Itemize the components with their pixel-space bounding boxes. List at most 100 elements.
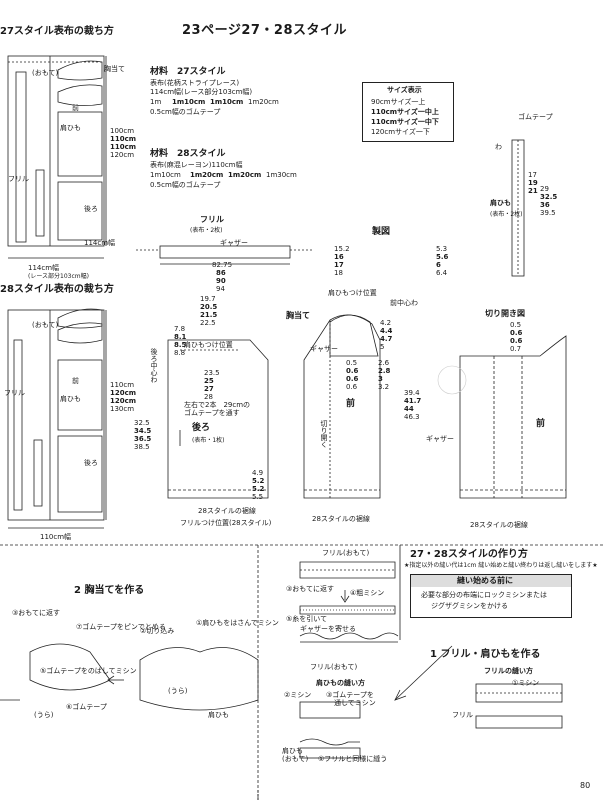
before-text2: ジグザグミシンをかける [431, 602, 508, 610]
cut27-len-4: 120cm [110, 151, 135, 159]
page-number: 80 [580, 781, 591, 790]
m28-len-d: 1m30cm [266, 171, 297, 179]
before-title: 縫い始める前に [457, 576, 513, 585]
mae-side-3: 44 [404, 405, 414, 413]
ushiro-sub: (表布・1枚) [192, 437, 225, 444]
step1-title: 1 フリル・肩ひもを作る [430, 649, 541, 660]
ushiro-side-2: 34.5 [134, 427, 152, 435]
m27-len-a: 1m [150, 98, 162, 106]
ushiro-h-1: 23.5 [204, 369, 220, 377]
cut27-len-2: 110cm [110, 135, 137, 143]
ushiro-side-3: 36.5 [134, 435, 152, 443]
frill-w-1: 82.75 [212, 261, 233, 269]
hem-2: 5.2 [252, 477, 265, 485]
mune-step-7: ⑦ゴムテープをピンでとめる [76, 623, 166, 631]
ushiro-h-2: 25 [204, 377, 214, 385]
cut28-omote: (おもて) [32, 321, 59, 329]
mune-side-3: 4.7 [380, 335, 393, 343]
mune-ate-label: 胸当て [286, 311, 310, 320]
ushiro-kata-pos: 肩ひもつけ位置 [184, 341, 233, 349]
m28-line3: 0.5cm幅のゴムテープ [150, 181, 221, 189]
cut-28-title: 28スタイル表布の裁ち方 [0, 284, 114, 295]
mae-small-1: 0.5 [346, 359, 358, 367]
strap-len-2: 32.5 [540, 193, 558, 201]
frill-gather: ギャザー [220, 239, 248, 247]
frill-w-2: 86 [216, 269, 226, 277]
page-title: 23ページ27・28スタイル [182, 23, 348, 38]
mae-mid-2: 2.8 [378, 367, 391, 375]
mune-kata-himo: 肩ひも [208, 711, 229, 719]
mune-step-1: ①肩ひもをはさんでミシン [196, 619, 279, 627]
mune-ura2: (うら) [168, 687, 188, 695]
cut28-ushiro: 後ろ [84, 459, 98, 467]
cut28-frill: フリル [4, 389, 25, 397]
kiri-susomawari: 28スタイルの裾線 [470, 521, 528, 529]
ushiro-gomu-note1: 左右で2本 29cmの [184, 401, 251, 409]
mune-step-6: ⑥ゴムテープ [66, 703, 107, 711]
ushiro-h-3: 27 [204, 385, 214, 393]
kata-val-2: 8.1 [174, 333, 187, 341]
mune-mae-naka: 前中心わ [390, 299, 418, 307]
strap-mid-2: 19 [528, 179, 538, 187]
size-row-3: 110cmサイズ一中下 [371, 118, 439, 126]
strap-label: 肩ひも [490, 199, 511, 207]
frill-sew-title: フリルの縫い方 [484, 667, 533, 675]
ushiro-side-4: 38.5 [134, 443, 150, 451]
size-box: サイズ表示 90cmサイズ一上 110cmサイズ一中上 110cmサイズ一中下 … [362, 82, 454, 142]
m27-len-c: 1m10cm [210, 98, 244, 106]
m28-len-b: 1m20cm [190, 171, 224, 179]
strap-step-omote: (おもて) [282, 755, 309, 763]
howto-title: 27・28スタイルの作り方 [410, 549, 528, 560]
m27-len-d: 1m20cm [248, 98, 279, 106]
cut27-kata-himo: 肩ひも [60, 124, 81, 132]
strap-mid-3: 21 [528, 187, 538, 195]
kiri-val-2: 0.6 [510, 329, 523, 337]
mae-mid-3: 3 [378, 375, 383, 383]
mae-mid-4: 3.2 [378, 383, 390, 391]
size-row-2: 110cmサイズ一中上 [371, 108, 439, 116]
strap-step-3a: ③ゴムテープを [326, 691, 374, 699]
mune-w-3: 17 [334, 261, 344, 269]
cut28-kata-himo: 肩ひも [60, 395, 81, 403]
kirihiraki-title: 切り開き図 [485, 309, 525, 318]
cut-27-title: 27スタイル表布の裁ち方 [0, 26, 114, 37]
mune-step-3: ③おもてに返す [12, 609, 60, 617]
frill-step-3: ③おもてに返す [286, 585, 334, 593]
mune-top-4: 6.4 [436, 269, 448, 277]
size-row-4: 120cmサイズ一下 [371, 128, 430, 136]
seido-title: 製図 [372, 227, 391, 237]
mae-kiri: 切り開く [320, 420, 328, 448]
cut27-mune-ate: 胸当て [104, 65, 125, 73]
m28-len-a: 1m10cm [150, 171, 181, 179]
cut28-len-3: 120cm [110, 397, 137, 405]
m27-line1: 表布(花柄ストライプレース) [150, 79, 240, 87]
mae-small-2: 0.6 [346, 367, 359, 375]
frill-step-result: フリル(おもて) [310, 663, 358, 671]
mae-susomawari: 28スタイルの裾線 [312, 515, 370, 523]
kata-val-4: 8.8 [174, 349, 186, 357]
strap-mid-1: 17 [528, 171, 537, 179]
mae-small-3: 0.6 [346, 375, 359, 383]
mae-small-4: 0.6 [346, 383, 358, 391]
mae-side-1: 39.4 [404, 389, 420, 397]
strap-len-1: 29 [540, 185, 549, 193]
strap-sub: (表布・2枚) [490, 211, 523, 218]
mune-kata-pos: 肩ひもつけ位置 [328, 289, 377, 297]
cut27-len-1: 100cm [110, 127, 135, 135]
m28-title: 材料 28スタイル [150, 149, 226, 159]
frill-step-omote: フリル(おもて) [322, 549, 370, 557]
strap-len-4: 39.5 [540, 209, 556, 217]
frill-w-4: 94 [216, 285, 225, 293]
kiri-27: ギャザー [426, 435, 454, 443]
strap-step-2: ②ミシン [284, 691, 312, 699]
kiri-val-4: 0.7 [510, 345, 522, 353]
ushiro-w-4: 22.5 [200, 319, 216, 327]
frill-step-5b: ギャザーを寄せる [300, 625, 356, 633]
cut28-len-4: 130cm [110, 405, 135, 413]
cut27-mae: 前 [72, 104, 79, 112]
mune-top-3: 6 [436, 261, 441, 269]
strap-len-3: 36 [540, 201, 550, 209]
ushiro-center-wa: 後ろ中心わ [150, 348, 158, 383]
cut27-width: 114cm幅 [28, 264, 60, 272]
